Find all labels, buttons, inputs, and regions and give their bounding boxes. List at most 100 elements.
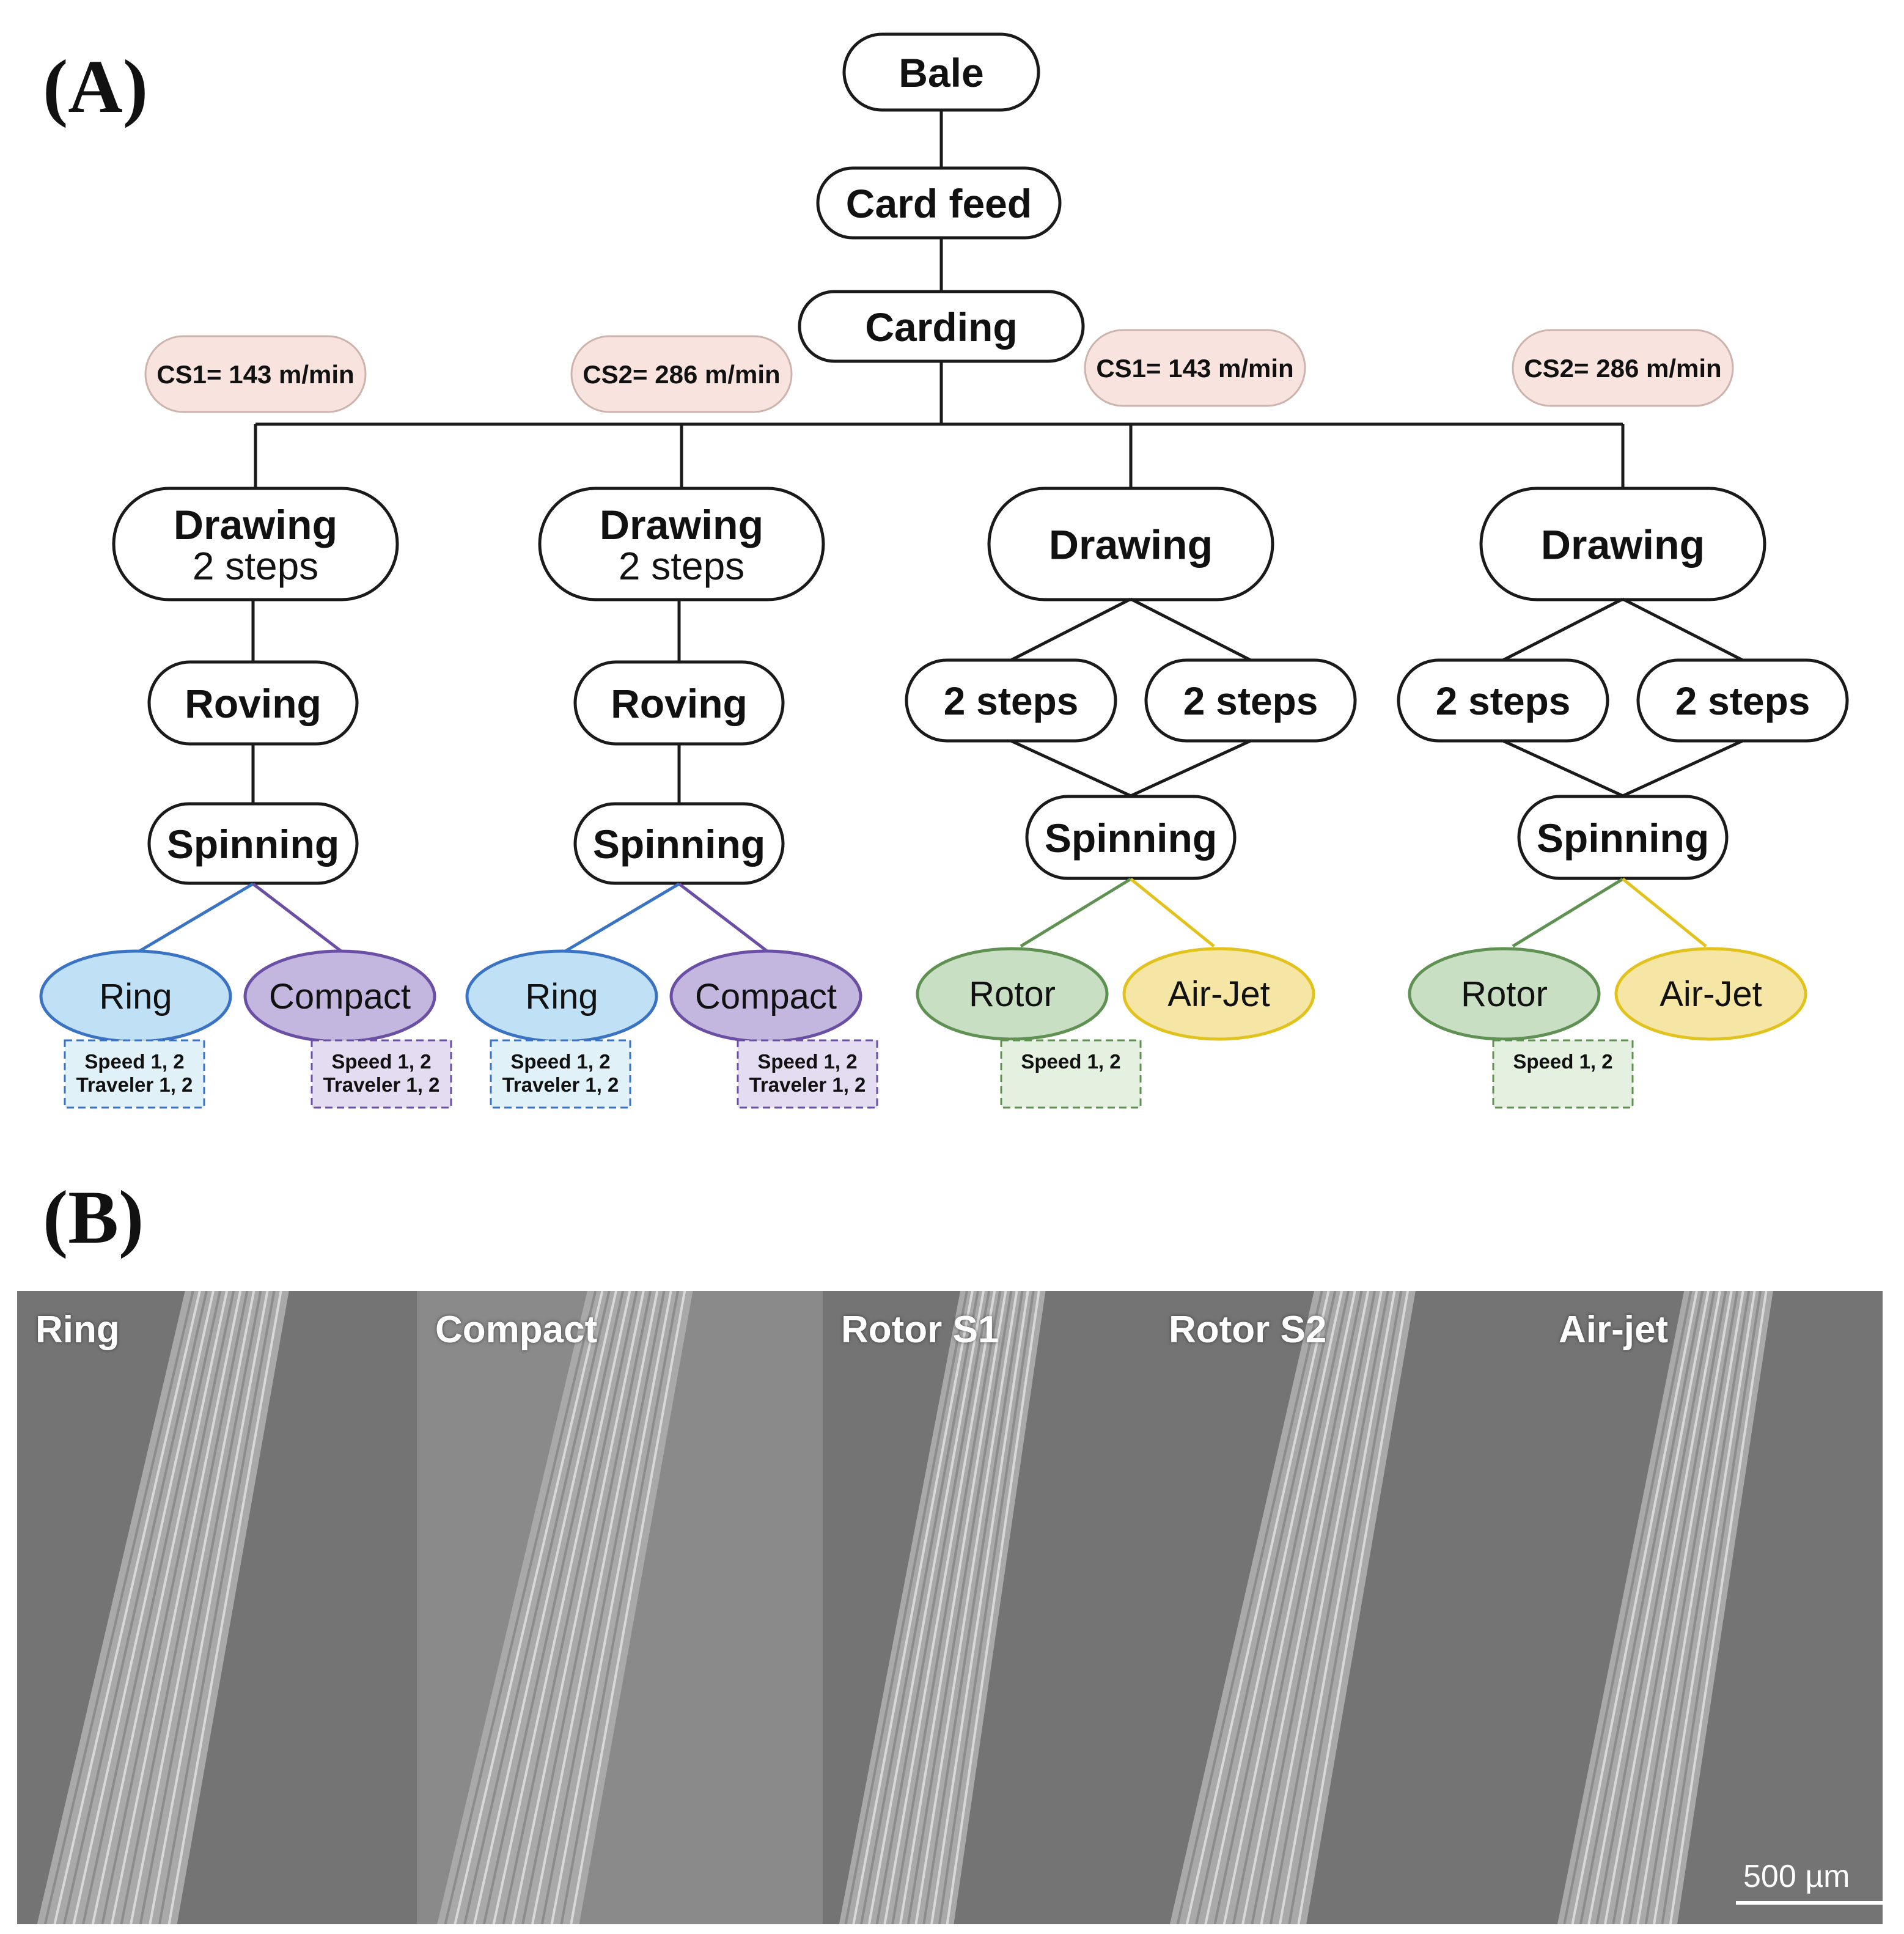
fiber-strand (1604, 1291, 1721, 1924)
panel-a-label: (A) (43, 45, 149, 128)
fiber-strand (139, 1291, 262, 1924)
connector-spinning-out-b-4 (1622, 878, 1707, 947)
output-air-jet-3-label: Air-Jet (1167, 974, 1270, 1014)
cs-badge-3-label: CS1= 143 m/min (1096, 354, 1293, 383)
drawing-node-1-shape (112, 487, 399, 601)
card-feed-node-shape (816, 166, 1062, 240)
yarn-image (839, 1291, 1046, 1924)
drawing-node-4: Drawing (1479, 487, 1766, 601)
fiber-strand (570, 1291, 686, 1924)
fiber-strand (1213, 1291, 1350, 1924)
roving-node-1-shape (147, 660, 359, 746)
output-air-jet-3: Air-Jet (1122, 947, 1315, 1041)
bale-node-label: Bale (899, 50, 983, 95)
fiber-strand (1571, 1291, 1698, 1924)
sem-image-air-jet: Air-jet (1540, 1291, 1883, 1924)
drawing-node-2-title: Drawing (600, 502, 763, 548)
fiber-strand (1251, 1291, 1377, 1924)
fiber-strand (1636, 1291, 1744, 1924)
fiber-strand (550, 1291, 672, 1924)
param-box-2-1-shape (490, 1039, 631, 1109)
fiber-strand (531, 1291, 659, 1924)
cs-badge-4-shape (1512, 329, 1734, 407)
sem-panel-label: Ring (35, 1309, 120, 1351)
output-rotor-3: Rotor (916, 947, 1109, 1041)
spinning-node-1-label: Spinning (167, 822, 339, 867)
output-rotor-3-label: Rotor (969, 974, 1056, 1014)
fiber-strand (1195, 1291, 1337, 1924)
spinning-node-2: Spinning (573, 802, 785, 885)
connector-step-a-spinning-3 (1010, 739, 1132, 798)
fiber-strand (946, 1291, 1040, 1924)
fiber-strand (930, 1291, 1029, 1924)
yarn-image (1169, 1291, 1416, 1924)
output-compact-1: Compact (243, 949, 436, 1043)
fiber-strand (1260, 1291, 1383, 1924)
fiber-strand (167, 1291, 282, 1924)
roving-node-2-label: Roving (611, 681, 748, 726)
output-ring-2: Ring (465, 949, 658, 1043)
connector-drawing-step-b-3 (1130, 597, 1252, 662)
output-compact-1-label: Compact (269, 977, 411, 1017)
roving-node-1-label: Roving (185, 681, 322, 726)
output-air-jet-4-label: Air-Jet (1660, 974, 1762, 1014)
fiber-strand (1595, 1291, 1716, 1924)
output-rotor-3-shape (916, 947, 1109, 1041)
fiber-strand (891, 1291, 1002, 1924)
spinning-node-1-shape (147, 802, 359, 885)
bale-node: Bale (842, 32, 1040, 112)
output-compact-2: Compact (669, 949, 862, 1043)
output-air-jet-4: Air-Jet (1614, 947, 1807, 1041)
step-node-3-2: 2 steps (1144, 658, 1357, 743)
fiber-strand (860, 1291, 979, 1924)
drawing-node-3: Drawing (987, 487, 1274, 601)
connector-step-b-spinning-4 (1622, 739, 1744, 798)
step-node-4-1-label: 2 steps (1436, 679, 1571, 723)
fiber-strand (1563, 1291, 1693, 1924)
fiber-strand (1222, 1291, 1356, 1924)
fiber-strand (1661, 1291, 1762, 1924)
drawing-node-2-shape (538, 487, 825, 601)
card-feed-node-label: Card feed (846, 181, 1032, 226)
drawing-node-2-subtitle: 2 steps (619, 544, 744, 588)
cs-badge-4: CS2= 286 m/min (1512, 329, 1734, 407)
spinning-node-3: Spinning (1025, 795, 1237, 880)
param-box-3-1: Speed 1, 2 (1000, 1039, 1142, 1109)
fiber-strand (53, 1291, 201, 1924)
fiber-strand (473, 1291, 617, 1924)
connector-spinning-out-b-2 (678, 883, 768, 952)
spinning-node-3-shape (1025, 795, 1237, 880)
panel-b-label: (B) (43, 1175, 144, 1259)
fiber-strand (43, 1291, 194, 1924)
fiber-strand (82, 1291, 221, 1924)
fiber-strand (1653, 1291, 1756, 1924)
cs-badge-3: CS1= 143 m/min (1084, 329, 1306, 407)
fiber-strand (1176, 1291, 1323, 1924)
step-node-4-2: 2 steps (1636, 658, 1849, 743)
scale-bar-line (1736, 1901, 1883, 1905)
param-box-2-1-line: Speed 1, 2 (510, 1050, 610, 1073)
fiber-strand (91, 1291, 229, 1924)
param-box-1-2-line: Traveler 1, 2 (323, 1073, 440, 1096)
fiber-strand (158, 1291, 276, 1924)
fiber-strand (444, 1291, 597, 1924)
fiber-strand (1628, 1291, 1739, 1924)
cs-badge-1: CS1= 143 m/min (144, 335, 367, 413)
param-box-4-1-shape (1492, 1039, 1634, 1109)
connector-spinning-out-a-2 (564, 882, 680, 953)
fiber-strand (502, 1291, 638, 1924)
fiber-strand (463, 1291, 611, 1924)
fiber-strand (875, 1291, 991, 1924)
fiber-strand (1269, 1291, 1389, 1924)
sem-panel-label: Air-jet (1559, 1309, 1669, 1351)
sem-panel-label: Rotor S1 (841, 1309, 999, 1351)
param-box-1-2-shape (311, 1039, 452, 1109)
yarn-body (37, 1291, 289, 1924)
fiber-strand (560, 1291, 679, 1924)
fiber-strand (1279, 1291, 1396, 1924)
